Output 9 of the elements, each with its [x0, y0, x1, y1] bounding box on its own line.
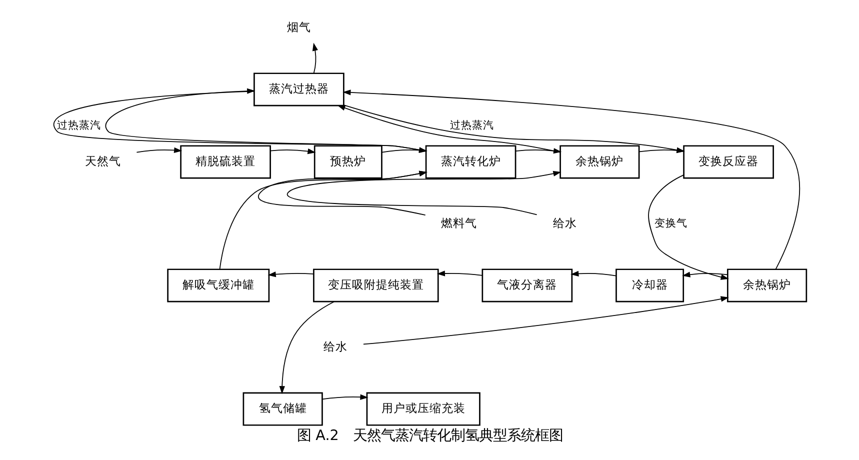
node-text: 给水	[323, 339, 348, 354]
node-text: 给水	[552, 216, 576, 230]
edge-label: 变换气	[654, 216, 687, 230]
edge-label: 过热蒸汽	[56, 118, 101, 132]
caption: 图 A.2 天然气蒸汽转化制氢典型系统框图	[296, 428, 562, 444]
node-text: 烟气	[286, 20, 310, 34]
node-text: 天然气	[84, 154, 120, 168]
node-text: 燃料气	[440, 216, 477, 230]
edge-label: 过热蒸汽	[450, 118, 494, 132]
